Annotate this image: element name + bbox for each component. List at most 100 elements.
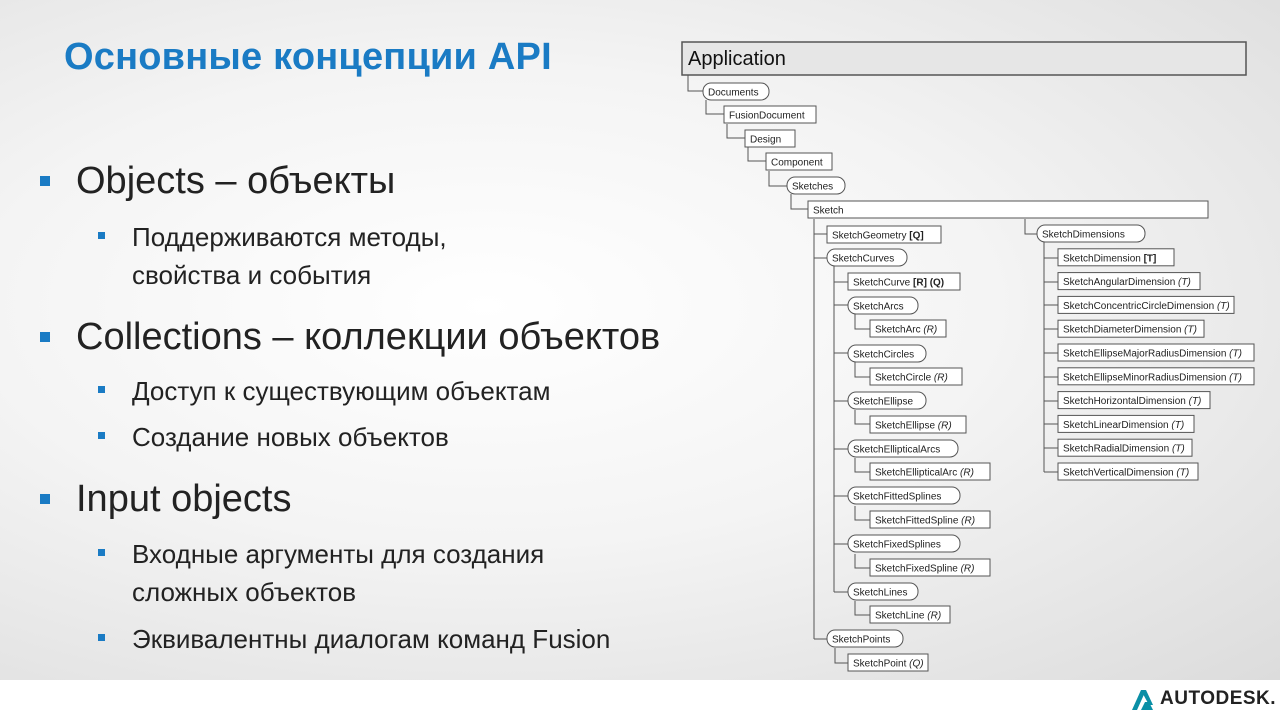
diagram-node-label: Sketch xyxy=(813,206,844,217)
diagram-node: SketchLine (R) xyxy=(869,605,951,624)
diagram-node: SketchFittedSplines xyxy=(847,486,961,505)
diagram-node-label: SketchDimension [T] xyxy=(1063,253,1156,264)
diagram-node-box xyxy=(1057,272,1201,291)
diagram-node: SketchArc (R) xyxy=(869,319,947,338)
diagram-node: SketchEllipseMajorRadiusDimension (T) xyxy=(1057,343,1255,362)
diagram-node: SketchCircle (R) xyxy=(869,367,963,386)
chain-nodes: DocumentsFusionDocumentDesignComponentSk… xyxy=(702,82,1209,219)
diagram-node-box xyxy=(1057,438,1193,457)
sub-bullet-text: Доступ к существующим объектам xyxy=(132,376,551,406)
diagram-node: SketchAngularDimension (T) xyxy=(1057,272,1201,291)
sub-bullet-text: свойства и события xyxy=(132,260,372,290)
diagram-node-box xyxy=(807,200,1209,219)
diagram-node: SketchCurve [R] (Q) xyxy=(847,272,961,291)
diagram-node-box xyxy=(826,225,942,244)
left-column-nodes: SketchGeometry [Q] SketchCurvesSketchCurv… xyxy=(826,225,991,672)
slide-background: Основные концепции API Objects – объекты… xyxy=(0,0,1280,680)
diagram-node: Sketches xyxy=(786,176,846,195)
square-bullet-icon xyxy=(98,386,105,393)
diagram-node: SketchHorizontalDimension (T) xyxy=(1057,391,1211,410)
diagram-node-label: SketchLinearDimension (T) xyxy=(1063,420,1184,431)
bullet-label: Input objects xyxy=(76,478,292,520)
diagram-node: SketchDimension [T] xyxy=(1057,248,1175,267)
square-bullet-icon xyxy=(40,176,50,186)
diagram-node-label: SketchFittedSpline (R) xyxy=(875,516,975,527)
diagram-node-box xyxy=(869,319,947,338)
diagram-node-label: SketchCircles xyxy=(853,350,914,361)
diagram-node: SketchEllipse xyxy=(847,391,927,410)
application-box xyxy=(681,41,1247,76)
diagram-node-label: SketchFixedSpline (R) xyxy=(875,564,975,575)
diagram-node-label: SketchConcentricCircleDimension (T) xyxy=(1063,301,1230,312)
diagram-node: SketchPoints xyxy=(826,629,904,648)
diagram-node-box xyxy=(847,296,919,315)
diagram-node: SketchVerticalDimension (T) xyxy=(1057,462,1199,481)
diagram-node-label: FusionDocument xyxy=(729,111,805,122)
application-label: Application xyxy=(688,48,786,70)
diagram-node: SketchLines xyxy=(847,582,919,601)
diagram-node-label: SketchPoint (Q) xyxy=(853,659,924,670)
tree-connectors xyxy=(687,75,1058,664)
diagram-node: SketchEllipseMinorRadiusDimension (T) xyxy=(1057,367,1255,386)
diagram-node-box xyxy=(869,605,951,624)
diagram-node: SketchEllipse (R) xyxy=(869,415,967,434)
square-bullet-icon xyxy=(40,332,50,342)
diagram-node-box xyxy=(1057,295,1235,314)
diagram-node-box xyxy=(869,462,991,481)
diagram-node: SketchConcentricCircleDimension (T) xyxy=(1057,295,1235,314)
square-bullet-icon xyxy=(98,432,105,439)
diagram-node-box xyxy=(1057,367,1255,386)
diagram-node-label: SketchEllipse xyxy=(853,397,913,408)
diagram-node: Documents xyxy=(702,82,770,101)
diagram-node-label: SketchPoints xyxy=(832,635,890,646)
sub-bullet-text: сложных объектов xyxy=(132,577,357,607)
diagram-node-box xyxy=(847,534,961,553)
square-bullet-icon xyxy=(98,634,105,641)
square-bullet-icon xyxy=(40,494,50,504)
diagram-node-label: Documents xyxy=(708,88,759,99)
sub-bullet-text: Поддерживаются методы, xyxy=(132,222,447,252)
diagram-node: SketchPoint (Q) xyxy=(847,653,929,672)
diagram-node-box xyxy=(744,129,796,148)
diagram-node-box xyxy=(765,152,833,171)
diagram-node-box xyxy=(847,486,961,505)
bullet-label: Collections – коллекции объектов xyxy=(76,316,661,358)
diagram-node: SketchEllipticalArc (R) xyxy=(869,462,991,481)
diagram-node-box xyxy=(847,653,929,672)
diagram-node: SketchGeometry [Q] xyxy=(826,225,942,244)
diagram-node-label: SketchDimensions xyxy=(1042,230,1125,241)
diagram-node: SketchFixedSplines xyxy=(847,534,961,553)
diagram-node: SketchEllipticalArcs xyxy=(847,439,959,458)
diagram-node-label: SketchLine (R) xyxy=(875,611,941,622)
diagram-node-label: SketchFittedSplines xyxy=(853,492,941,503)
diagram-node-label: SketchArcs xyxy=(853,302,904,313)
diagram-node-label: Component xyxy=(771,158,823,169)
diagram-node: SketchRadialDimension (T) xyxy=(1057,438,1193,457)
diagram-node-box xyxy=(869,415,967,434)
diagram-node-box xyxy=(1057,462,1199,481)
slide-footer xyxy=(0,680,1280,720)
diagram-node-label: SketchEllipseMinorRadiusDimension (T) xyxy=(1063,372,1242,383)
sub-bullet-text: Эквивалентны диалогам команд Fusion xyxy=(132,624,611,654)
diagram-node-label: SketchGeometry [Q] xyxy=(832,231,924,242)
diagram-node-label: SketchArc (R) xyxy=(875,325,937,336)
diagram-node-label: Design xyxy=(750,135,781,146)
diagram-node-box xyxy=(723,105,817,124)
diagram-node: SketchCircles xyxy=(847,344,927,363)
diagram-node-box xyxy=(1057,248,1175,267)
diagram-node-label: SketchVerticalDimension (T) xyxy=(1063,468,1189,479)
diagram-node-label: SketchHorizontalDimension (T) xyxy=(1063,396,1201,407)
square-bullet-icon xyxy=(98,232,105,239)
diagram-node: SketchDimensions xyxy=(1036,224,1146,243)
diagram-node-box xyxy=(869,510,991,529)
diagram-node-box xyxy=(826,629,904,648)
diagram-node: FusionDocument xyxy=(723,105,817,124)
diagram-node: SketchArcs xyxy=(847,296,919,315)
diagram-node-box xyxy=(847,391,927,410)
diagram-node-label: SketchEllipse (R) xyxy=(875,421,952,432)
diagram-node-label: Sketches xyxy=(792,182,833,193)
diagram-node: SketchFixedSpline (R) xyxy=(869,558,991,577)
diagram-node-label: SketchCurves xyxy=(832,254,894,265)
diagram-node-label: SketchEllipticalArcs xyxy=(853,445,940,456)
